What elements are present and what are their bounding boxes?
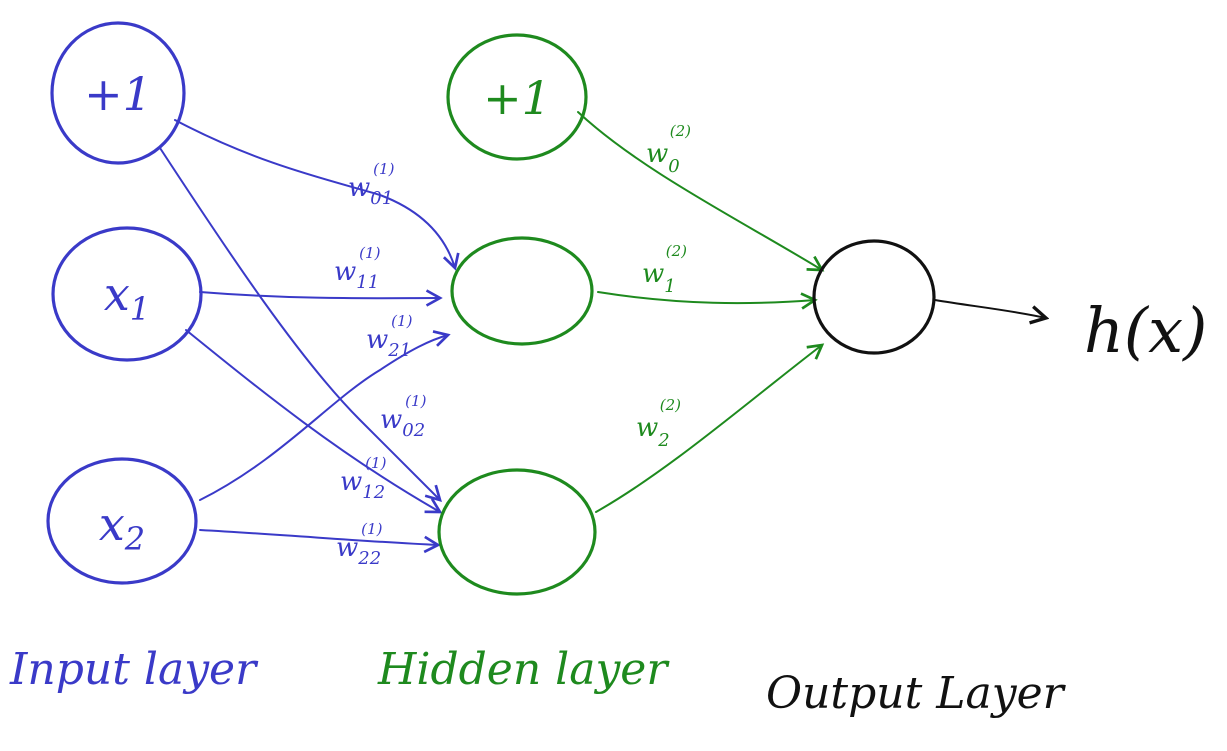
weight-label-w22: w22(1) xyxy=(336,520,383,569)
edge-bias-to-h2 xyxy=(159,147,442,502)
hidden-to-output-edges xyxy=(577,111,825,513)
weight-label-w01: w01(1) xyxy=(348,160,395,209)
hidden-layer-nodes: +1 xyxy=(437,33,597,596)
input-x2-subscript: 2 xyxy=(124,520,145,558)
weight-label-w1-2: w1(2) xyxy=(642,242,687,297)
svg-text:x2: x2 xyxy=(99,497,145,558)
input-x1-label: x xyxy=(104,267,130,321)
input-x1-subscript: 1 xyxy=(130,290,150,328)
hidden-h1-node xyxy=(450,236,594,346)
input-x2-label: x xyxy=(99,497,125,551)
hidden-h2-node xyxy=(437,468,597,596)
input-bias-circle xyxy=(50,21,186,165)
edge-h1-to-out xyxy=(597,291,818,310)
output-hx-label: h(x) xyxy=(1084,294,1207,367)
edge-x2-to-h2 xyxy=(199,529,441,554)
edge-x2-to-h1 xyxy=(199,330,451,501)
input-layer-nodes: +1 x1 x2 xyxy=(46,21,203,585)
edge-h2-to-out xyxy=(595,343,825,513)
input-x1-circle xyxy=(51,226,203,362)
hidden-layer-label: Hidden layer xyxy=(377,644,670,695)
edge-x1-to-h1 xyxy=(199,289,443,307)
input-bias-label: +1 xyxy=(84,67,152,121)
hidden-h2-circle xyxy=(437,468,597,596)
hidden-bias-node: +1 xyxy=(446,33,588,161)
input-to-hidden-edges xyxy=(159,119,460,554)
weight-label-w2-2: w2(2) xyxy=(636,396,681,451)
input-weight-labels: w01(1) w11(1) w21(1) w02(1) w12(1) w22(1… xyxy=(334,160,427,569)
weight-label-w12: w12(1) xyxy=(340,454,387,503)
svg-text:x1: x1 xyxy=(104,267,150,328)
hidden-weight-labels: w0(2) w1(2) w2(2) xyxy=(636,122,691,451)
input-x2-node: x2 xyxy=(46,457,198,585)
input-layer-label: Input layer xyxy=(9,644,259,695)
edge-hbias-to-out xyxy=(577,111,825,272)
hidden-bias-label: +1 xyxy=(483,71,551,125)
weight-label-w0-2: w0(2) xyxy=(646,122,691,177)
weight-label-w02: w02(1) xyxy=(380,392,427,441)
edge-out-to-hx xyxy=(934,299,1046,318)
edge-x1-to-h2 xyxy=(185,329,443,514)
hidden-h1-circle xyxy=(450,236,594,346)
weight-label-w21: w21(1) xyxy=(366,312,413,361)
input-x1-node: x1 xyxy=(51,226,203,362)
output-layer-label: Output Layer xyxy=(766,668,1067,719)
weight-label-w11: w11(1) xyxy=(334,244,381,293)
hidden-bias-circle xyxy=(446,33,588,161)
input-bias-node: +1 xyxy=(50,21,186,165)
output-circle xyxy=(812,239,936,355)
input-x2-circle xyxy=(46,457,198,585)
edge-bias-to-h1 xyxy=(174,119,460,271)
output-node xyxy=(812,239,936,355)
